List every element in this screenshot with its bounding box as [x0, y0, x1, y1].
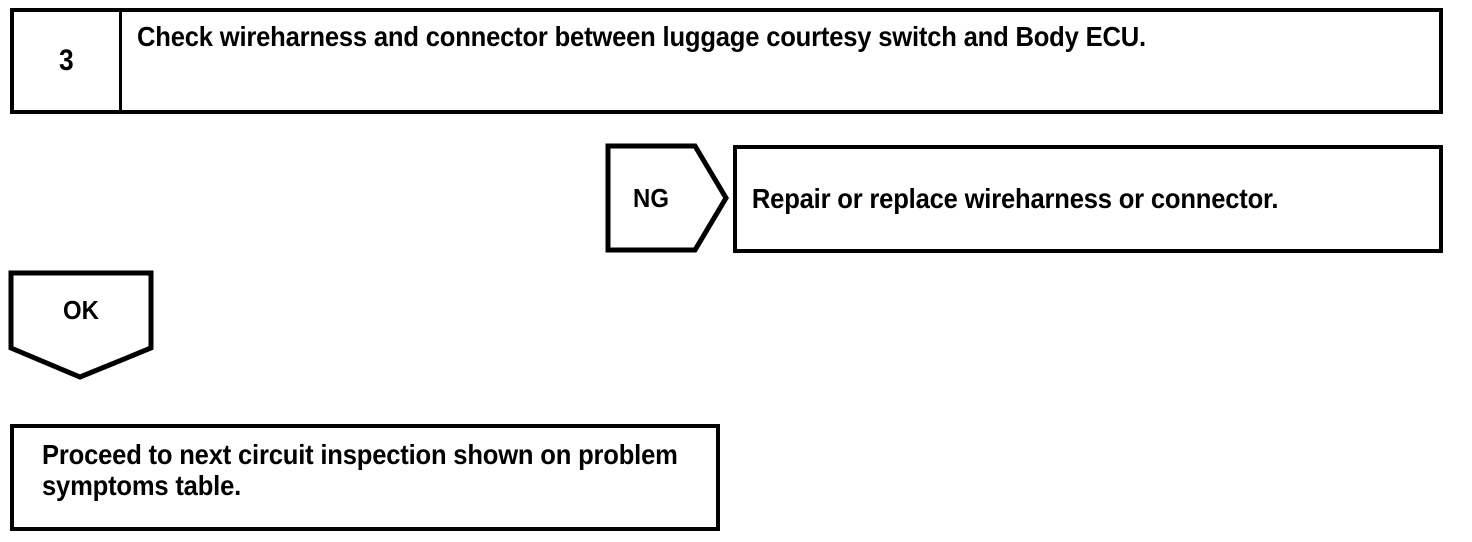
ok-branch-arrow — [8, 270, 154, 380]
step-number-cell: 3 — [14, 12, 122, 110]
ng-result-box: Repair or replace wireharness or connect… — [733, 145, 1443, 253]
step-number: 3 — [59, 44, 74, 77]
ok-arrow-shape — [8, 270, 154, 380]
ok-branch-label: OK — [63, 294, 99, 325]
step-instruction-text: Check wireharness and connector between … — [137, 21, 1146, 52]
ng-result-text: Repair or replace wireharness or connect… — [751, 182, 1279, 214]
step-box: 3 Check wireharness and connector betwee… — [10, 8, 1443, 114]
ng-branch-arrow — [605, 143, 729, 253]
ok-result-text: Proceed to next circuit inspection shown… — [42, 439, 678, 501]
ok-result-box: Proceed to next circuit inspection shown… — [10, 424, 720, 531]
ng-arrow-shape — [605, 143, 729, 253]
ng-branch-label: NG — [633, 182, 669, 213]
